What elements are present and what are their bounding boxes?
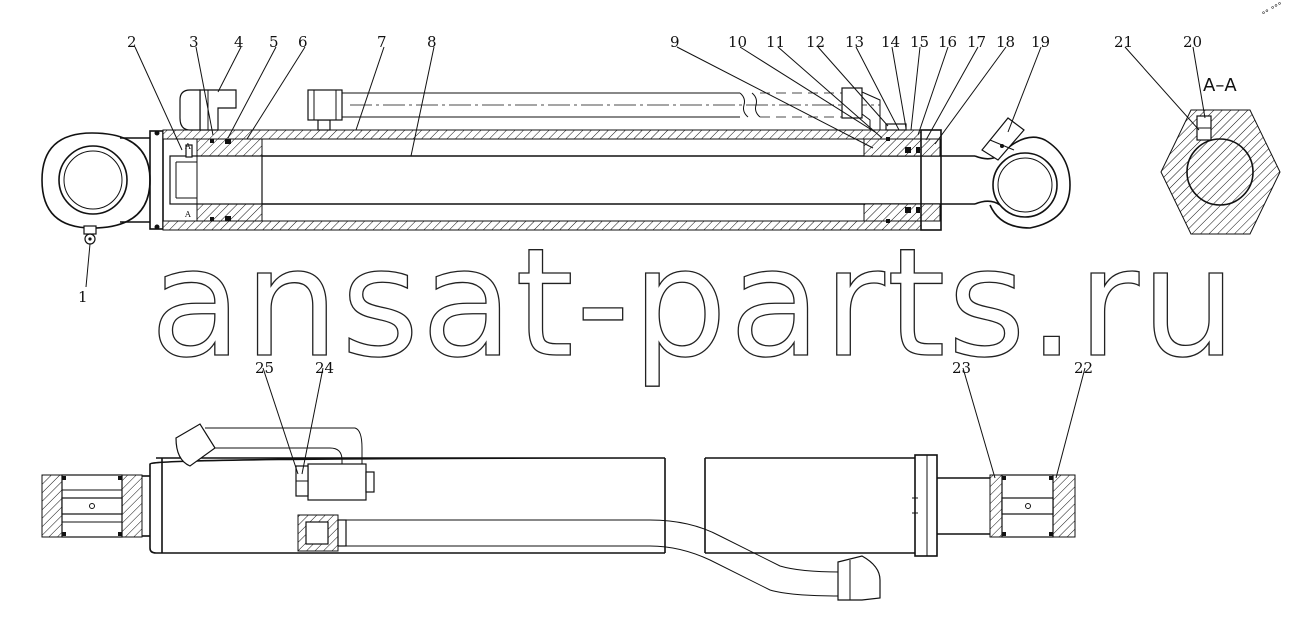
- callout-21: 21: [1114, 33, 1133, 51]
- callout-24: 24: [315, 359, 334, 377]
- upper-pipe: [307, 87, 881, 130]
- callout-11: 11: [766, 33, 785, 51]
- callout-7: 7: [377, 33, 387, 51]
- top-section-view: A A: [41, 87, 1071, 245]
- rod-eye: [981, 117, 1071, 229]
- callouts: 2 3 4 5 6 7 8 9 10 11 12 13 14 15 16 17 …: [78, 33, 1206, 479]
- bottom-outline-view: [41, 423, 1076, 601]
- left-eye: [41, 132, 151, 229]
- callout-17: 17: [967, 33, 986, 51]
- callout-9: 9: [670, 33, 680, 51]
- callout-13: 13: [845, 33, 864, 51]
- callout-2: 2: [127, 33, 137, 51]
- callout-4: 4: [234, 33, 244, 51]
- callout-20: 20: [1183, 33, 1202, 51]
- piston-rod: [262, 154, 1001, 206]
- callout-3: 3: [189, 33, 199, 51]
- callout-6: 6: [298, 33, 308, 51]
- right-pin-boss: [989, 474, 1076, 538]
- callout-18: 18: [996, 33, 1015, 51]
- barrel-wall-top: [162, 129, 922, 140]
- callout-15: 15: [910, 33, 929, 51]
- callout-8: 8: [427, 33, 437, 51]
- callout-22: 22: [1074, 359, 1093, 377]
- callout-19: 19: [1031, 33, 1050, 51]
- callout-1: 1: [78, 288, 88, 306]
- section-mark-bottom: A: [184, 210, 191, 219]
- watermark: ansat-parts.ru: [150, 217, 1238, 391]
- end-cap: [149, 130, 164, 230]
- barrel-wall-bottom: [162, 220, 922, 231]
- section-label: A–A: [1203, 75, 1237, 96]
- gland-head: [863, 123, 942, 231]
- left-pin-boss: [41, 474, 150, 538]
- grease-nipple: [83, 225, 97, 245]
- section-mark-top: A: [184, 142, 191, 151]
- callout-16: 16: [938, 33, 957, 51]
- callout-12: 12: [806, 33, 825, 51]
- bottom-upper-pipe: [175, 423, 375, 501]
- piston: A A: [169, 138, 263, 222]
- callout-23: 23: [952, 359, 971, 377]
- callout-10: 10: [728, 33, 747, 51]
- callout-14: 14: [881, 33, 900, 51]
- hex-section: [1160, 109, 1281, 235]
- barrel: [149, 454, 938, 557]
- bottom-lower-pipe: [297, 514, 881, 601]
- callout-5: 5: [269, 33, 279, 51]
- callout-25: 25: [255, 359, 274, 377]
- corner-mark: °° °°°: [1261, 0, 1285, 19]
- section-a-a: A–A: [1160, 75, 1281, 235]
